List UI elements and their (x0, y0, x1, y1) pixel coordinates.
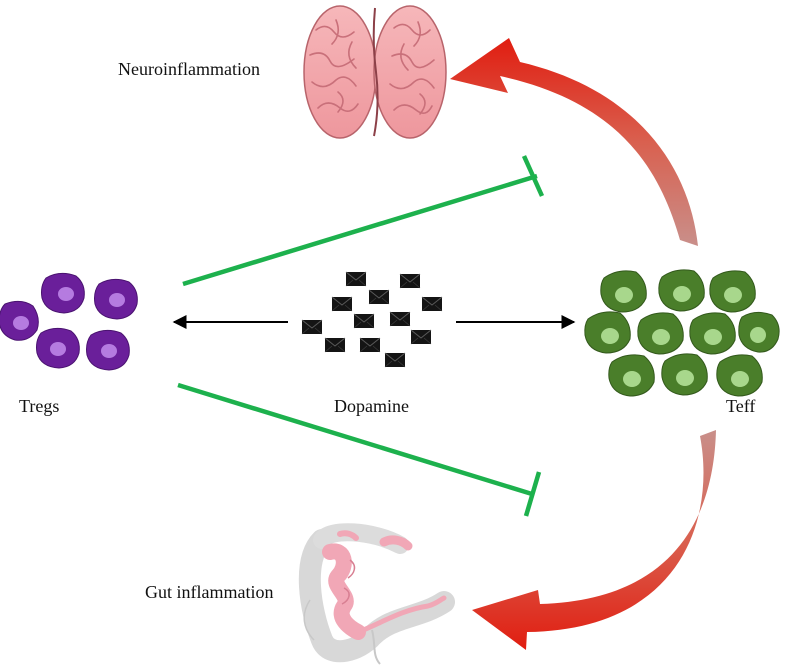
teff-cell-icon (738, 311, 780, 353)
arrow-teff-to-brain (450, 38, 698, 246)
dopamine-particle-icon (399, 273, 421, 289)
teff-cell-icon (709, 270, 756, 313)
teff-cell-icon (661, 353, 708, 396)
gut-inflammation-label: Gut inflammation (145, 582, 274, 602)
teff-label: Teff (726, 396, 756, 416)
dopamine-particle-icon (353, 313, 375, 329)
inhibition-lower (177, 382, 542, 517)
teff-cell-icon (608, 354, 655, 397)
dopamine-particle-icon (345, 271, 367, 287)
dopamine-particle-icon (301, 319, 323, 335)
dopamine-particle-icon (384, 352, 406, 368)
teff-cell-icon (600, 270, 647, 313)
teff-cell-icon (658, 269, 705, 312)
teff-cells (584, 269, 780, 397)
dopamine-label: Dopamine (334, 396, 409, 416)
dopamine-particle-icon (359, 337, 381, 353)
dopamine-particle-icon (389, 311, 411, 327)
brain-icon (303, 5, 447, 139)
gut-icon (298, 523, 455, 665)
dopamine-particle-icon (410, 329, 432, 345)
inhibition-upper (182, 155, 545, 287)
treg-cell-icon (0, 300, 39, 341)
treg-cell-icon (86, 329, 130, 371)
dopamine-particle-icon (368, 289, 390, 305)
teff-cell-icon (716, 354, 763, 397)
tregs-label: Tregs (19, 396, 60, 416)
teff-cell-icon (637, 312, 684, 355)
treg-cells (0, 272, 138, 371)
treg-cell-icon (94, 278, 138, 320)
treg-cell-icon (36, 327, 80, 369)
dopamine-particle-icon (324, 337, 346, 353)
dopamine-particle-icon (421, 296, 443, 312)
teff-cell-icon (584, 311, 631, 354)
dopamine-particles (301, 271, 443, 368)
treg-cell-icon (41, 272, 85, 314)
teff-cell-icon (689, 312, 736, 355)
neuroinflammation-label: Neuroinflammation (118, 59, 260, 79)
dopamine-particle-icon (331, 296, 353, 312)
arrow-teff-to-gut (472, 430, 716, 650)
